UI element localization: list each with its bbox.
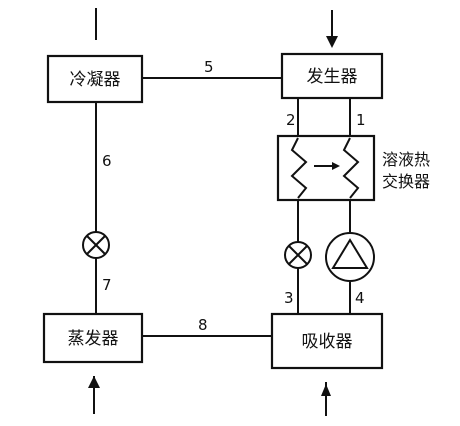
heat-exchanger-label-line2: 交换器 — [382, 172, 430, 191]
evaporator-box: 蒸发器 — [42, 312, 144, 364]
evaporator-label: 蒸发器 — [68, 329, 119, 349]
throttle-valve-icon — [82, 231, 110, 259]
heat-exchanger-label-line1: 溶液热 — [382, 150, 430, 169]
pipe-label-1: 1 — [356, 111, 366, 129]
solution-heat-exchanger — [276, 134, 376, 202]
condenser-label: 冷凝器 — [70, 70, 121, 90]
pipe-label-5: 5 — [204, 58, 214, 76]
absorber-outflow-arrow — [321, 382, 331, 416]
absorber-box: 吸收器 — [270, 312, 384, 370]
pump-icon — [325, 232, 375, 282]
generator-box: 发生器 — [280, 52, 384, 100]
pipe-label-6: 6 — [102, 152, 112, 170]
absorber-label: 吸收器 — [302, 332, 353, 352]
pipe-label-3: 3 — [284, 289, 294, 307]
evaporator-outflow-arrow — [88, 376, 100, 414]
pipe-label-2: 2 — [286, 111, 296, 129]
pipe-label-8: 8 — [198, 316, 208, 334]
pipe-label-7: 7 — [102, 276, 112, 294]
pipe-label-4: 4 — [355, 289, 365, 307]
condenser-box: 冷凝器 — [46, 54, 144, 104]
generator-inflow-arrow — [326, 10, 338, 48]
flow-arrow-icon — [314, 162, 340, 170]
throttle-valve-icon — [284, 241, 312, 269]
generator-label: 发生器 — [307, 67, 358, 87]
